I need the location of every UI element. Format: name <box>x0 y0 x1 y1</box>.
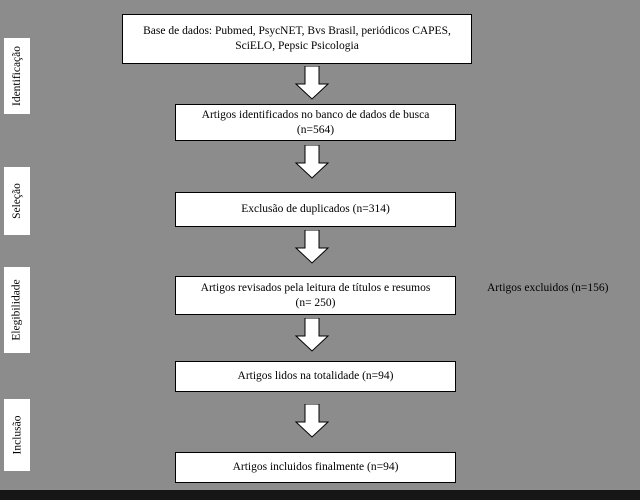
stage-label-text: Elegibilidade <box>11 279 24 341</box>
stage-label-text: Identificação <box>11 45 24 107</box>
box-reviewed-line1: Artigos revisados pela leitura de título… <box>200 281 431 294</box>
stage-label-text: Seleção <box>11 183 24 219</box>
box-fulltext: Artigos lidos na totalidade (n=94) <box>175 361 456 392</box>
down-arrow-icon <box>294 404 330 438</box>
box-duplicates: Exclusão de duplicados (n=314) <box>175 192 456 227</box>
box-identified: Artigos identificados no banco de dados … <box>175 104 456 141</box>
excluded-note: Artigos excluidos (n=156) <box>487 282 609 294</box>
down-arrow-icon <box>294 66 330 100</box>
down-arrow-icon <box>294 145 330 179</box>
box-databases: Base de dados: Pubmed, PsycNET, Bvs Bras… <box>122 14 472 64</box>
box-reviewed-line2: (n= 250) <box>295 296 336 309</box>
stage-label-text: Inclusão <box>11 415 23 455</box>
page-bottom-edge <box>0 490 640 500</box>
box-identified-line2: (n=564) <box>296 123 335 136</box>
box-databases-line1: Base de dados: Pubmed, PsycNET, Bvs Bras… <box>143 25 451 38</box>
box-identified-line1: Artigos identificados no banco de dados … <box>201 108 430 121</box>
down-arrow-icon <box>294 318 330 352</box>
down-arrow-icon <box>294 230 330 264</box>
stage-label-elegibilidade: Elegibilidade <box>4 267 30 353</box>
box-included: Artigos incluidos finalmente (n=94) <box>175 452 456 483</box>
box-databases-line2: SciELO, Pepsic Psicologia <box>235 40 359 52</box>
box-duplicates-line1: Exclusão de duplicados (n=314) <box>241 203 390 216</box>
stage-label-inclusao: Inclusão <box>4 399 30 471</box>
stage-label-identificacao: Identificação <box>4 38 30 114</box>
stage-label-selecao: Seleção <box>4 167 30 235</box>
box-fulltext-line1: Artigos lidos na totalidade (n=94) <box>237 370 394 383</box>
box-reviewed: Artigos revisados pela leitura de título… <box>175 276 456 315</box>
box-included-line1: Artigos incluidos finalmente (n=94) <box>232 461 399 474</box>
